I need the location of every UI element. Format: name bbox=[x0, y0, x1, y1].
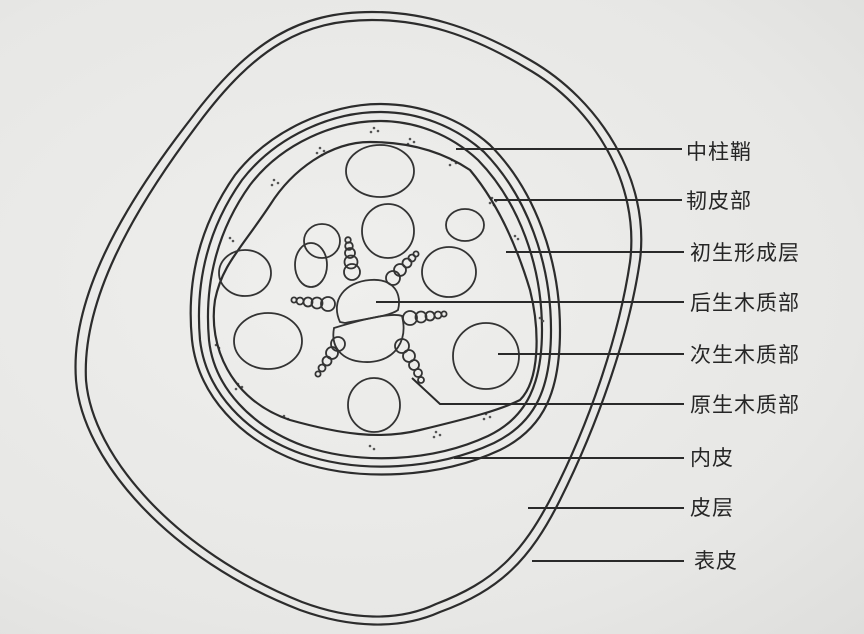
label-pericycle: 中柱鞘 bbox=[686, 140, 752, 164]
stele-cells bbox=[218, 144, 520, 433]
endodermis-outline bbox=[189, 102, 562, 476]
leader-lines bbox=[376, 148, 684, 562]
protoxylem-arms bbox=[290, 236, 448, 384]
cambium-line bbox=[212, 140, 538, 437]
label-epidermis: 表皮 bbox=[694, 549, 738, 573]
epidermis-outline bbox=[74, 10, 643, 626]
metaxylem-vessels bbox=[332, 279, 405, 363]
label-secondary-xylem: 次生木质部 bbox=[690, 343, 800, 367]
label-protoxylem: 原生木质部 bbox=[690, 393, 800, 417]
label-metaxylem: 后生木质部 bbox=[690, 291, 800, 315]
label-procambium: 初生形成层 bbox=[690, 241, 800, 265]
label-cortex: 皮层 bbox=[690, 496, 734, 520]
label-endodermis: 内皮 bbox=[690, 446, 734, 470]
label-phloem: 韧皮部 bbox=[686, 189, 752, 213]
